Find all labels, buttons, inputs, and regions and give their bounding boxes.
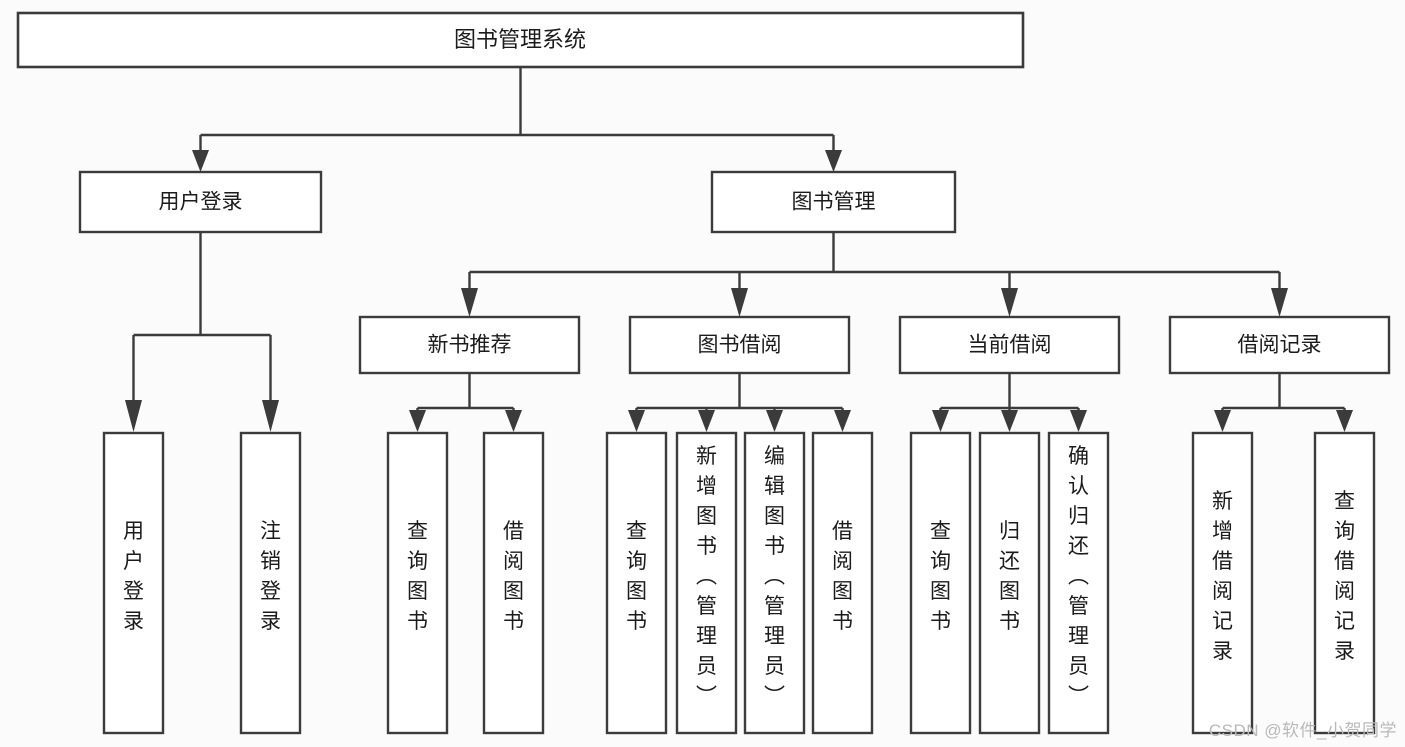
node-root-box[interactable] <box>16 11 1025 69</box>
leaf-borrow-book-1-label: 借阅图书 <box>503 520 524 633</box>
connector-group <box>125 67 1353 432</box>
leaf-user-login[interactable]: 用户登录 <box>102 431 165 735</box>
arrow-to-new-book-recommend <box>461 288 478 317</box>
node-book-manage[interactable]: 图书管理 <box>710 170 957 234</box>
leaf-confirm-return-label: 确认归还︵管理员︶ <box>1068 445 1089 708</box>
node-book-borrow-box[interactable] <box>628 315 851 375</box>
leaf-query-book-2-label: 查询图书 <box>626 520 647 633</box>
arrow-to-leaf-query-book-3 <box>932 410 949 432</box>
node-book-borrow[interactable]: 图书借阅 <box>628 315 851 375</box>
node-borrow-record-box[interactable] <box>1168 315 1391 375</box>
node-user-login-box[interactable] <box>78 170 323 234</box>
leaf-add-book-label: 新增图书︵管理员︶ <box>696 445 717 708</box>
leaf-borrow-book-2-label: 借阅图书 <box>832 520 853 633</box>
leaf-borrow-book-2-box[interactable] <box>811 431 874 735</box>
connector-currentborrow-to-leaves <box>939 373 1080 414</box>
leaf-add-book-box[interactable] <box>675 431 738 735</box>
arrow-to-leaf-confirm-return <box>1070 410 1087 432</box>
connector-bookborrow-to-leaves <box>635 373 844 414</box>
connector-root-to-level2 <box>199 67 835 160</box>
leaf-query-book-3-label: 查询图书 <box>930 520 951 633</box>
leaf-add-borrow-record-box[interactable] <box>1191 431 1254 735</box>
leaf-query-book-1-label: 查询图书 <box>407 520 428 633</box>
node-user-login[interactable]: 用户登录 <box>78 170 323 234</box>
leaf-borrow-book-2[interactable]: 借阅图书 <box>811 431 874 735</box>
leaf-query-book-2[interactable]: 查询图书 <box>605 431 668 735</box>
leaf-return-book-label: 归还图书 <box>999 520 1020 633</box>
connector-userlogin-to-leaves <box>132 232 272 400</box>
leaf-borrow-book-1[interactable]: 借阅图书 <box>482 431 545 735</box>
arrow-to-book-manage <box>825 150 842 172</box>
node-root-label: 图书管理系统 <box>454 27 586 52</box>
leaf-confirm-return-box[interactable] <box>1047 431 1110 735</box>
node-user-login-label: 用户登录 <box>159 191 243 214</box>
arrow-to-leaf-add-book <box>698 410 715 432</box>
arrow-to-leaf-borrow-book-1 <box>505 410 522 432</box>
arrow-to-leaf-query-borrow-record <box>1336 410 1353 432</box>
node-book-manage-label: 图书管理 <box>792 191 876 214</box>
leaf-query-book-1[interactable]: 查询图书 <box>386 431 449 735</box>
node-book-manage-box[interactable] <box>710 170 957 234</box>
arrow-to-borrow-record <box>1271 288 1288 317</box>
connector-borrowrecord-to-leaves <box>1221 373 1346 414</box>
leaf-return-book[interactable]: 归还图书 <box>978 431 1041 735</box>
node-new-book-recommend-box[interactable] <box>358 315 581 375</box>
connector-bookmanage-to-level3 <box>468 232 1281 290</box>
leaf-query-book-3-box[interactable] <box>909 431 972 735</box>
arrow-to-leaf-edit-book <box>766 410 783 432</box>
leaf-user-login-box[interactable] <box>102 431 165 735</box>
leaf-logout-login-label: 注销登录 <box>260 520 281 633</box>
arrow-to-leaf-add-borrow-record <box>1214 410 1231 432</box>
leaf-query-borrow-record-box[interactable] <box>1313 431 1376 735</box>
arrow-to-current-borrow <box>1001 288 1018 317</box>
leaf-query-book-3[interactable]: 查询图书 <box>909 431 972 735</box>
leaf-confirm-return[interactable]: 确认归还︵管理员︶ <box>1047 431 1110 735</box>
node-current-borrow[interactable]: 当前借阅 <box>898 315 1121 375</box>
leaf-logout-login-box[interactable] <box>239 431 302 735</box>
leaf-query-borrow-record-label: 查询借阅记录 <box>1334 490 1355 663</box>
leaf-add-borrow-record-label: 新增借阅记录 <box>1212 490 1233 663</box>
node-borrow-record-label: 借阅记录 <box>1238 334 1322 357</box>
arrow-to-leaf-query-book-1 <box>409 410 426 432</box>
leaf-add-borrow-record[interactable]: 新增借阅记录 <box>1191 431 1254 735</box>
leaf-add-book[interactable]: 新增图书︵管理员︶ <box>675 431 738 735</box>
leaf-query-book-2-box[interactable] <box>605 431 668 735</box>
node-new-book-recommend[interactable]: 新书推荐 <box>358 315 581 375</box>
node-root[interactable]: 图书管理系统 <box>16 11 1025 69</box>
leaf-edit-book-label: 编辑图书︵管理员︶ <box>764 445 785 708</box>
arrow-to-leaf-return-book <box>1001 410 1018 432</box>
node-book-borrow-label: 图书借阅 <box>698 334 782 357</box>
arrow-to-leaf-user-login <box>125 400 142 432</box>
leaf-borrow-book-1-box[interactable] <box>482 431 545 735</box>
leaf-query-borrow-record[interactable]: 查询借阅记录 <box>1313 431 1376 735</box>
leaf-logout-login[interactable]: 注销登录 <box>239 431 302 735</box>
arrow-to-leaf-borrow-book-2 <box>834 410 851 432</box>
leaf-user-login-label: 用户登录 <box>123 520 144 633</box>
arrow-to-book-borrow <box>731 288 748 317</box>
node-new-book-recommend-label: 新书推荐 <box>428 334 512 357</box>
arrow-to-user-login <box>192 150 209 172</box>
node-borrow-record[interactable]: 借阅记录 <box>1168 315 1391 375</box>
leaf-return-book-box[interactable] <box>978 431 1041 735</box>
arrow-to-leaf-query-book-2 <box>628 410 645 432</box>
node-current-borrow-box[interactable] <box>898 315 1121 375</box>
leaf-query-book-1-box[interactable] <box>386 431 449 735</box>
leaf-edit-book[interactable]: 编辑图书︵管理员︶ <box>743 431 806 735</box>
connector-newbook-to-leaves <box>416 373 515 414</box>
leaf-edit-book-box[interactable] <box>743 431 806 735</box>
node-current-borrow-label: 当前借阅 <box>968 334 1052 357</box>
arrow-to-leaf-logout-login <box>262 400 279 432</box>
